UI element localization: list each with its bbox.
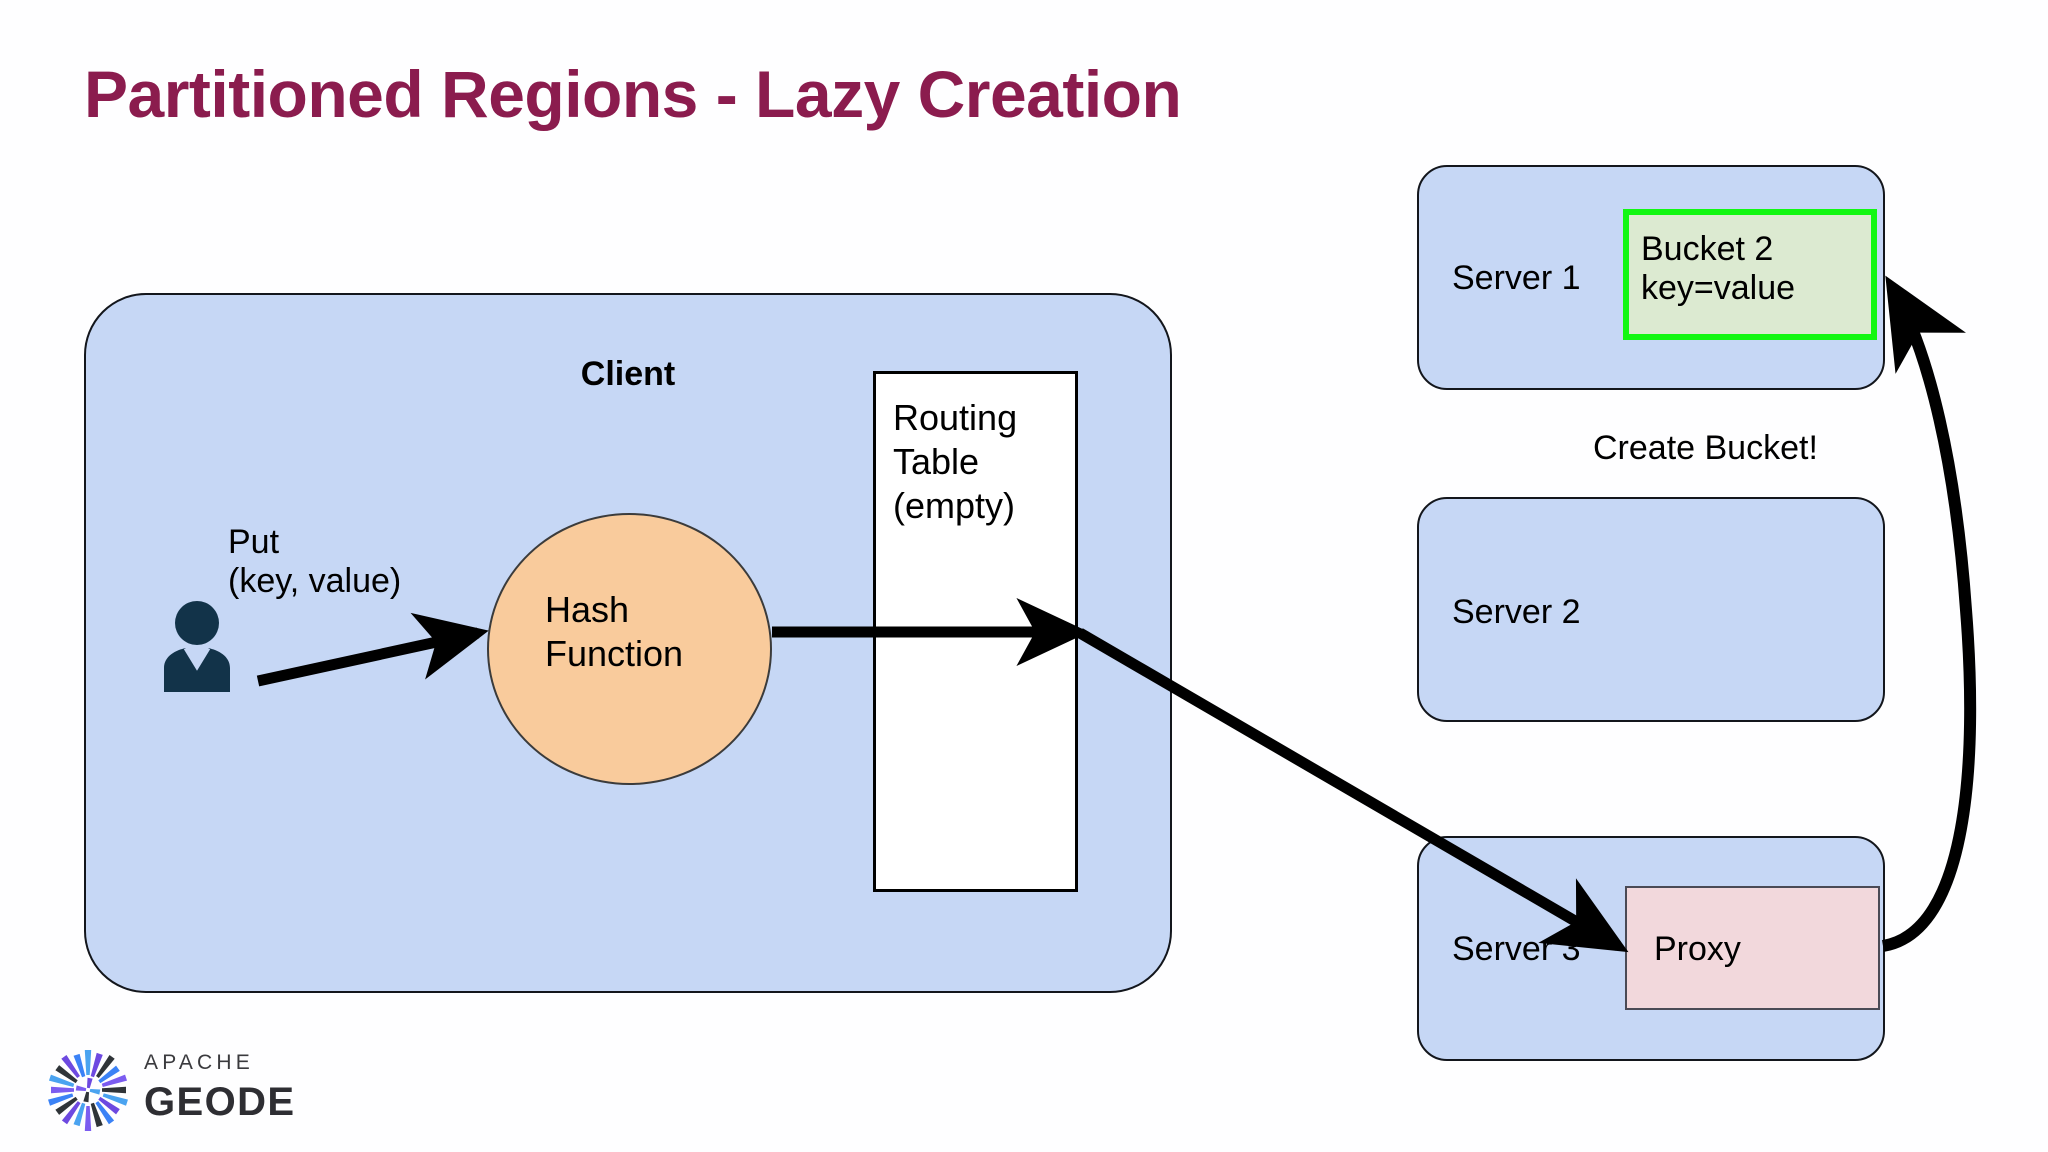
bucket-label: Bucket 2 key=value <box>1641 230 1796 308</box>
page-title: Partitioned Regions - Lazy Creation <box>84 57 1182 131</box>
put-operation-label: Put (key, value) <box>228 523 402 601</box>
server-1-label: Server 1 <box>1452 259 1581 297</box>
server-3-label: Server 3 <box>1452 930 1581 968</box>
create-bucket-annotation: Create Bucket! <box>1593 429 1818 467</box>
arrow-proxy-to-bucket <box>1881 275 1977 952</box>
proxy-box <box>1625 886 1880 1010</box>
bucket-box <box>1623 209 1877 340</box>
client-label: Client <box>580 355 676 393</box>
geode-wordmark: APACHE GEODE <box>144 1052 295 1123</box>
geode-burst-icon <box>48 1050 128 1131</box>
person-icon <box>164 601 230 692</box>
hash-function-label: Hash Function <box>545 589 684 674</box>
routing-table-label: Routing Table (empty) <box>893 397 1018 526</box>
apache-geode-logo: APACHE GEODE <box>44 1046 314 1138</box>
logo-apache-text: APACHE <box>144 1051 254 1074</box>
proxy-label: Proxy <box>1654 930 1741 968</box>
logo-geode-text: GEODE <box>144 1080 296 1124</box>
server-2-label: Server 2 <box>1452 593 1581 631</box>
hash-function-ellipse <box>487 513 772 785</box>
